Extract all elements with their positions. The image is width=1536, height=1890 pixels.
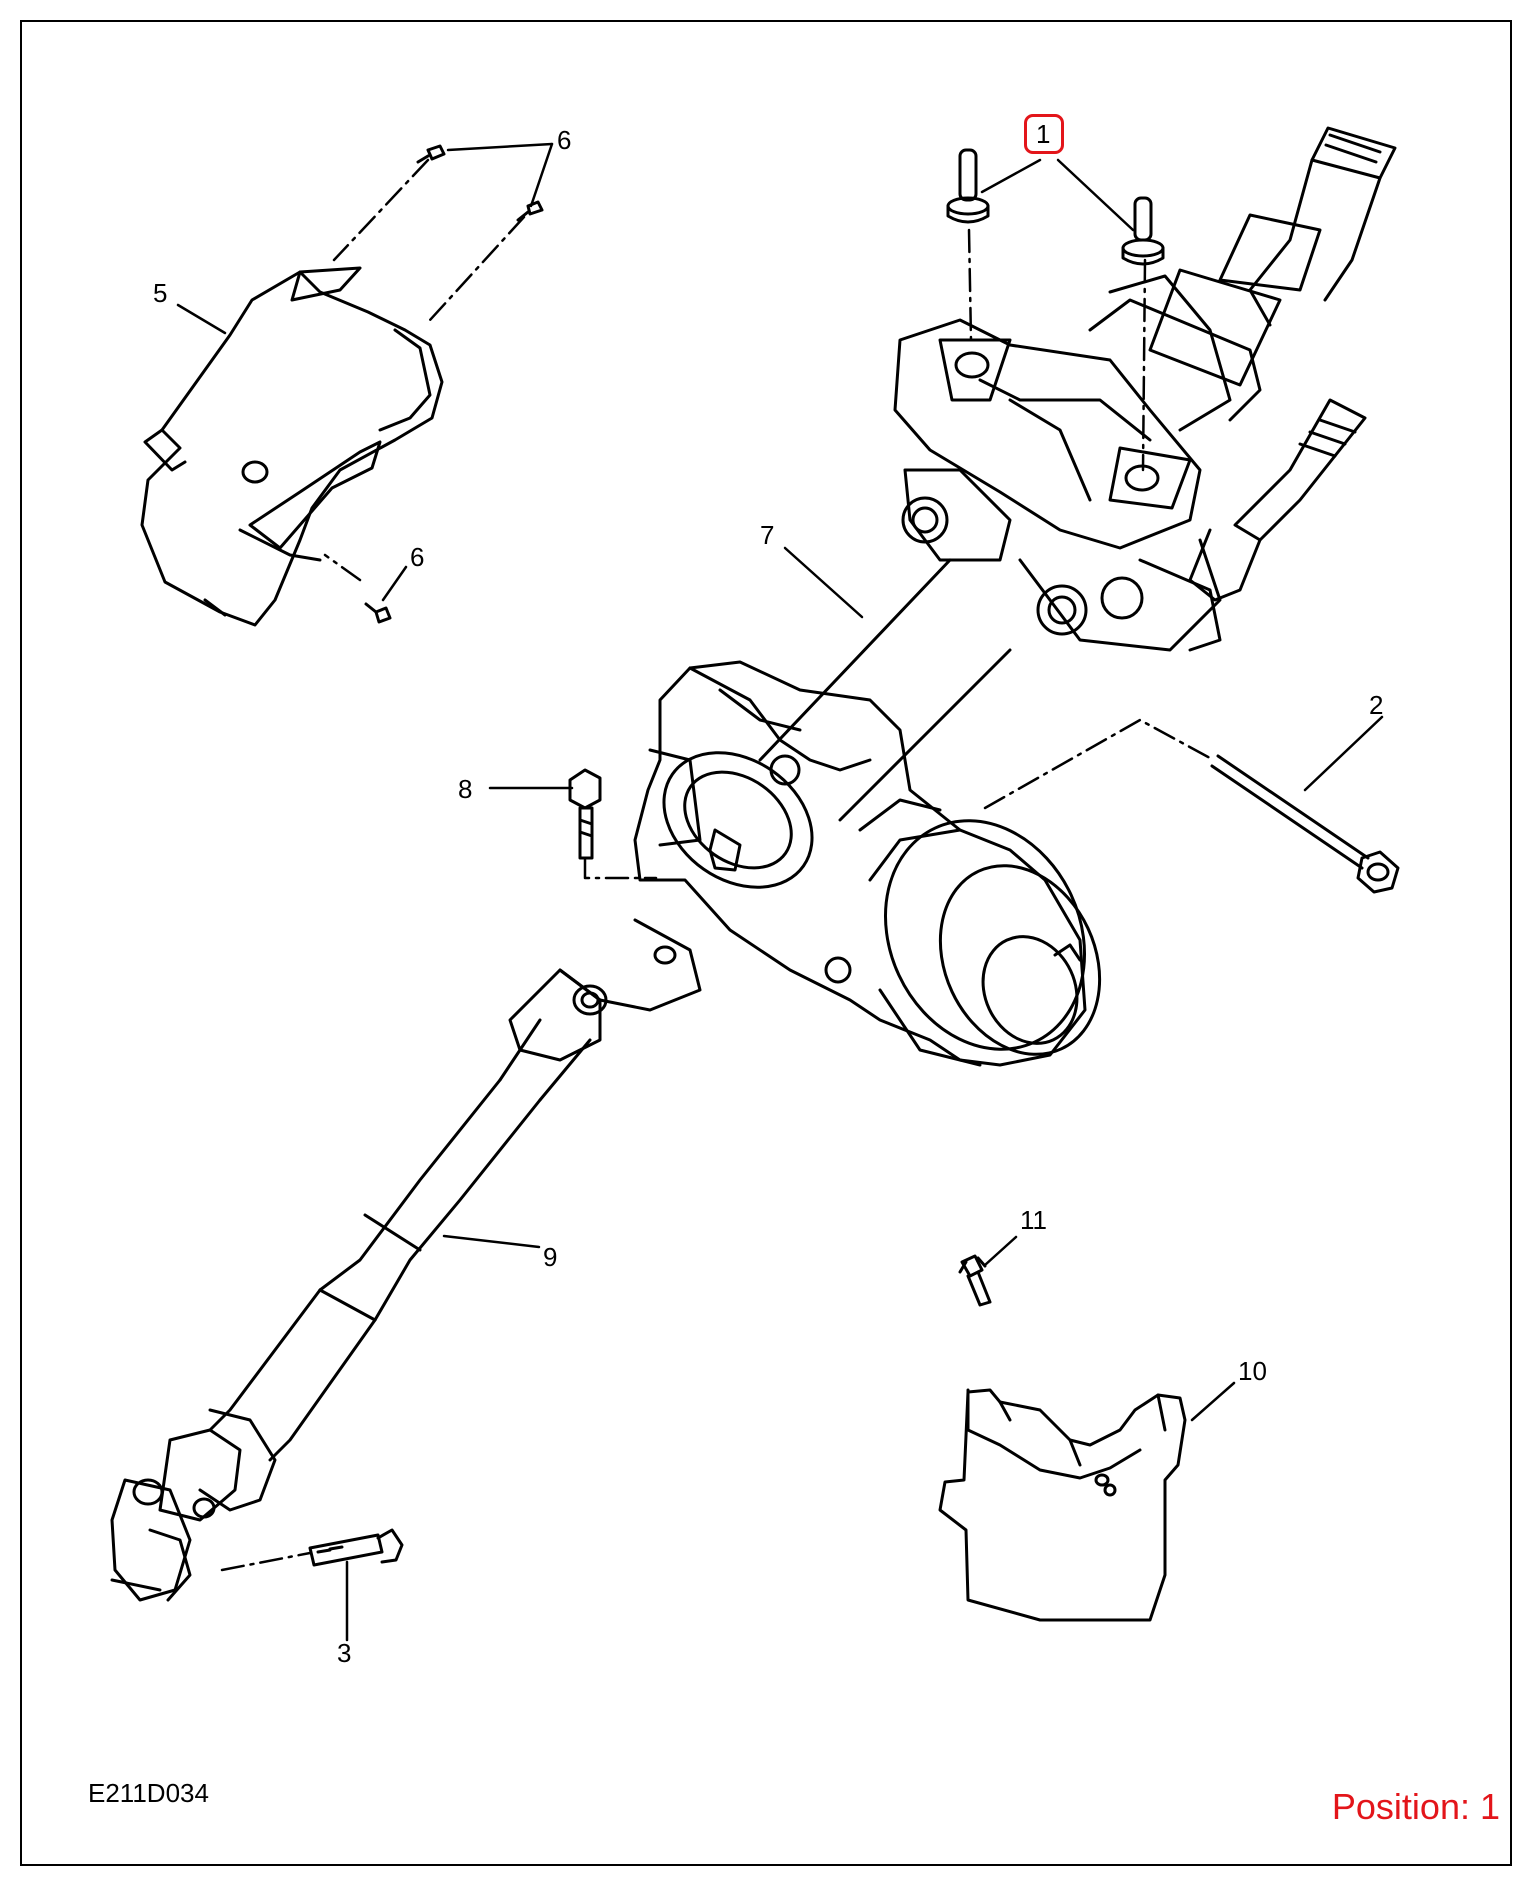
selected-callout-highlight (1024, 114, 1064, 154)
diagram-code: E211D034 (88, 1778, 209, 1808)
callout-3[interactable]: 3 (337, 1638, 352, 1668)
bolt-part-8 (568, 768, 602, 860)
bolt-part-2 (1210, 754, 1400, 894)
position-label: Position: 1 (1331, 1786, 1500, 1827)
callout-8[interactable]: 8 (458, 774, 473, 804)
callout-5[interactable]: 5 (153, 278, 168, 308)
callout-1[interactable]: 1 (1036, 119, 1051, 149)
electric-motor-housing (633, 660, 1102, 1067)
upper-shroud-part-5 (140, 266, 444, 627)
intermediate-shaft-part-9 (110, 918, 702, 1602)
callout-10[interactable]: 10 (1238, 1356, 1267, 1386)
screw-part-6 (364, 144, 544, 624)
callout-11[interactable]: 11 (1020, 1205, 1047, 1235)
callout-2[interactable]: 2 (1369, 690, 1384, 720)
bolt-part-1 (946, 148, 1165, 266)
callout-6-bottom[interactable]: 6 (410, 542, 425, 572)
lower-shroud-part-10 (938, 1388, 1187, 1622)
alignment-lines (220, 158, 1212, 1572)
diagram-frame (20, 20, 1512, 1866)
callout-7[interactable]: 7 (760, 520, 775, 550)
bolt-part-3 (308, 1528, 404, 1567)
clip-part-11 (958, 1254, 992, 1307)
callout-6-top[interactable]: 6 (557, 125, 572, 155)
leader-lines (176, 142, 1384, 1642)
callout-9[interactable]: 9 (543, 1242, 558, 1272)
steering-column-part-7 (758, 126, 1397, 822)
